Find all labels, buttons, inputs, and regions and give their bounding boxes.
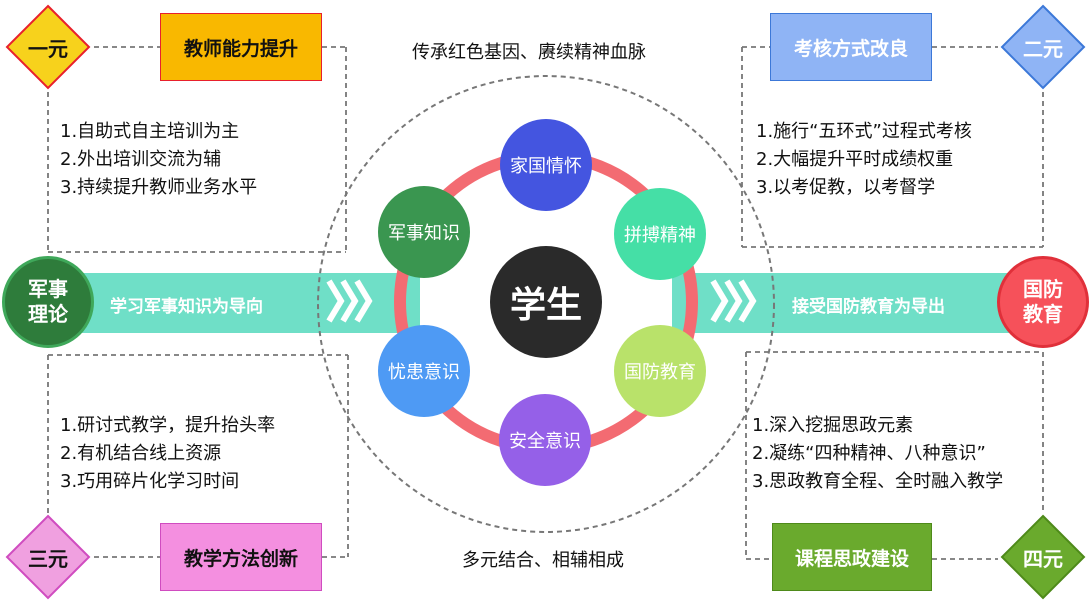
ring-node-military-knowledge: 军事知识 [378, 186, 470, 278]
center-label: 学生 [509, 285, 582, 326]
top-caption: 传承红色基因、赓续精神血脉 [412, 42, 646, 63]
right-end-circle: 国防教育 [997, 256, 1089, 348]
ring-node-family-country: 家国情怀 [500, 119, 592, 211]
list-three: 1.研讨式教学，提升抬头率 2.有机结合线上资源 3.巧用碎片化学习时间 [60, 412, 275, 496]
ring-node-crisis-awareness: 忧患意识 [378, 325, 470, 417]
list-item: 1.深入挖掘思政元素 [752, 415, 914, 436]
tag-two-diamond: 二元 [1000, 4, 1086, 90]
list-item: 3.持续提升教师业务水平 [60, 177, 258, 198]
bottom-caption: 多元结合、相辅相成 [462, 550, 624, 571]
list-four: 1.深入挖掘思政元素 2.凝练“四种精神、八种意识” 3.思政教育全程、全时融入… [752, 412, 1003, 496]
ring-node-safety-awareness: 安全意识 [499, 394, 591, 486]
list-item: 1.研讨式教学，提升抬头率 [60, 415, 276, 436]
ring-node-striving-spirit: 拼搏精神 [614, 188, 706, 280]
list-two: 1.施行“五环式”过程式考核 2.大幅提升平时成绩权重 3.以考促教，以考督学 [756, 118, 972, 202]
right-band-text: 接受国防教育为导出 [792, 297, 945, 317]
list-item: 3.巧用碎片化学习时间 [60, 471, 240, 492]
left-arrow-icon [325, 275, 375, 331]
title-teaching-innovation: 教学方法创新 [160, 523, 322, 591]
ring-node-defense-education: 国防教育 [614, 325, 706, 417]
list-item: 2.凝练“四种精神、八种意识” [752, 443, 986, 464]
list-item: 3.以考促教，以考督学 [756, 177, 936, 198]
left-band-text: 学习军事知识为导向 [110, 297, 263, 317]
title-teacher-ability: 教师能力提升 [160, 13, 322, 81]
list-item: 3.思政教育全程、全时融入教学 [752, 471, 1004, 492]
title-assessment-reform: 考核方式改良 [770, 13, 932, 81]
title-curriculum-ideology: 课程思政建设 [772, 523, 932, 591]
center-node: 学生 [490, 246, 602, 358]
list-item: 1.施行“五环式”过程式考核 [756, 121, 972, 142]
list-item: 2.外出培训交流为辅 [60, 149, 222, 170]
list-one: 1.自助式自主培训为主 2.外出培训交流为辅 3.持续提升教师业务水平 [60, 118, 257, 202]
right-arrow-icon [709, 275, 759, 331]
tag-one-diamond: 一元 [5, 4, 91, 90]
tag-three-diamond: 三元 [5, 514, 91, 600]
list-item: 2.有机结合线上资源 [60, 443, 222, 464]
list-item: 2.大幅提升平时成绩权重 [756, 149, 954, 170]
tag-four-diamond: 四元 [1000, 514, 1086, 600]
left-end-circle: 军事理论 [2, 256, 94, 348]
list-item: 1.自助式自主培训为主 [60, 121, 240, 142]
